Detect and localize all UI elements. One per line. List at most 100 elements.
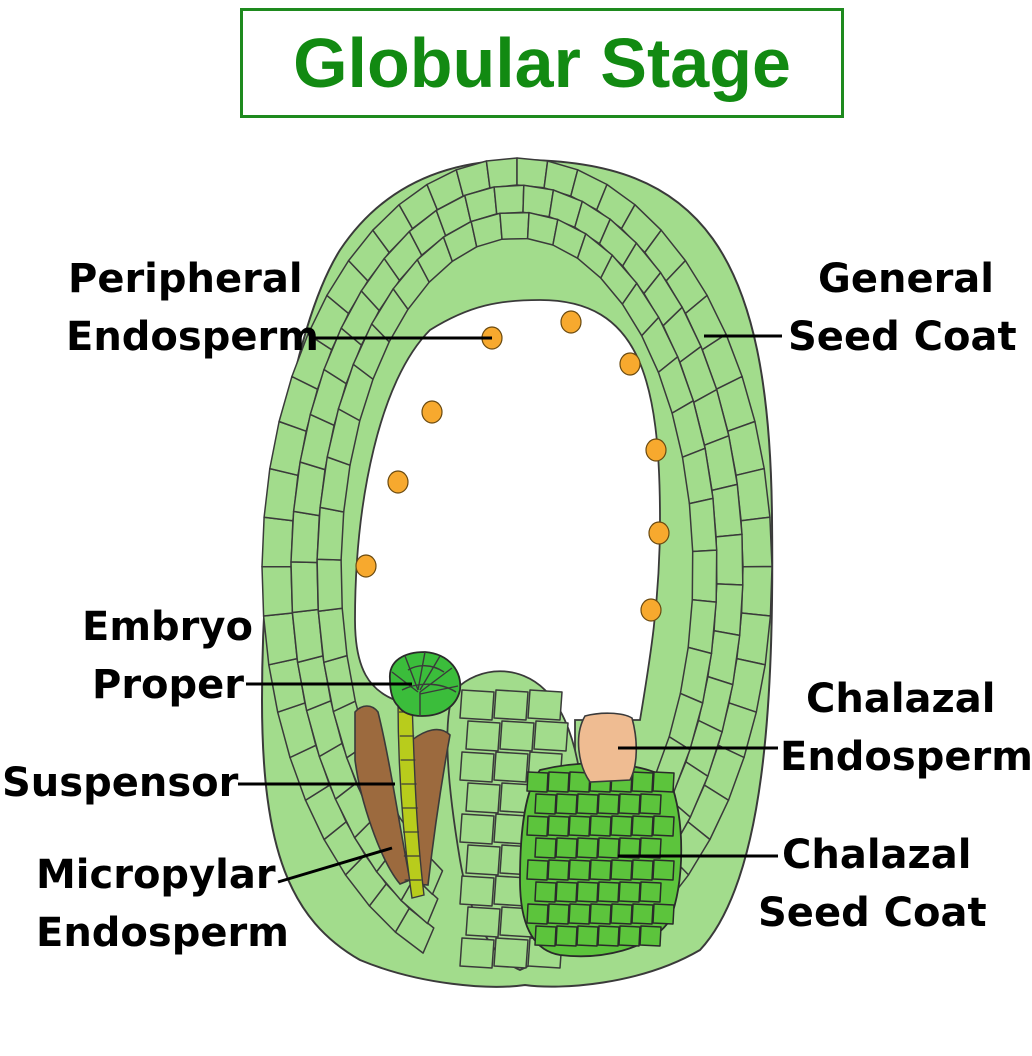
cell: [555, 837, 578, 859]
micropylar-endosperm-left: [354, 705, 411, 885]
cell: [526, 859, 549, 881]
cell: [576, 793, 599, 815]
label-peripheral-endosperm: Peripheral: [68, 256, 303, 302]
cell: [736, 612, 772, 666]
label-micropylar-endosperm-2: Endosperm: [36, 910, 289, 956]
label-suspensor: Suspensor: [2, 760, 239, 806]
title-box: Globular Stage: [240, 8, 844, 118]
chalazal-seed-coat-shape: [519, 762, 683, 958]
cell: [534, 925, 557, 947]
cell: [740, 565, 773, 617]
cell: [290, 510, 321, 564]
cell: [576, 925, 599, 947]
cell: [534, 793, 557, 815]
cell: [459, 937, 495, 969]
cell: [691, 549, 718, 603]
cell: [652, 771, 675, 793]
cell: [576, 837, 599, 859]
label-peripheral-endosperm-2: Endosperm: [66, 314, 319, 360]
endosperm-nucleus: [645, 438, 667, 462]
cell: [547, 859, 570, 881]
cell: [262, 612, 298, 666]
cell: [316, 558, 343, 612]
cell: [589, 859, 612, 881]
cell: [516, 157, 549, 189]
cell: [631, 771, 654, 793]
cell: [547, 771, 570, 793]
cell: [618, 881, 641, 903]
embryo-proper-shape: [389, 651, 462, 717]
label-micropylar-endosperm: Micropylar: [36, 852, 276, 898]
cell: [499, 211, 530, 240]
cell: [555, 881, 578, 903]
cell: [631, 859, 654, 881]
cell: [639, 881, 662, 903]
label-general-seed-coat-2: Seed Coat: [788, 314, 1017, 360]
endosperm-nucleus: [355, 554, 377, 578]
cell: [713, 583, 744, 637]
cell: [527, 689, 563, 721]
cell: [459, 813, 495, 845]
cell: [597, 837, 620, 859]
cell: [652, 903, 675, 925]
cell: [597, 881, 620, 903]
label-chalazal-endosperm-2: Endosperm: [780, 734, 1032, 780]
cell: [589, 815, 612, 837]
label-embryo-proper: Embryo: [82, 604, 253, 650]
label-general-seed-coat: General: [818, 256, 994, 302]
cell: [534, 881, 557, 903]
endosperm-nucleus: [421, 400, 443, 424]
leader-micropylar-endosperm: [277, 846, 393, 884]
cell: [618, 925, 641, 947]
endosperm-nucleus: [640, 598, 662, 622]
cell: [493, 937, 529, 969]
cell: [459, 875, 495, 907]
endosperm-nucleus: [387, 470, 409, 494]
cell: [568, 859, 591, 881]
cell: [533, 720, 569, 752]
cell: [465, 906, 501, 938]
cell: [485, 157, 518, 189]
cell: [317, 607, 348, 664]
cell: [610, 815, 633, 837]
cell: [555, 925, 578, 947]
cell: [555, 793, 578, 815]
label-embryo-proper-2: Proper: [92, 662, 244, 708]
cell: [715, 533, 744, 586]
cell: [618, 837, 641, 859]
chalazal-endosperm-shape: [577, 712, 638, 783]
cell: [465, 844, 501, 876]
cell: [597, 793, 620, 815]
endosperm-nucleus: [619, 352, 641, 376]
cell: [652, 815, 675, 837]
cell: [735, 467, 771, 522]
cell: [493, 184, 525, 215]
cell: [465, 720, 501, 752]
cell: [610, 903, 633, 925]
cell: [618, 793, 641, 815]
cell: [261, 565, 294, 617]
cell: [493, 751, 529, 783]
cell: [459, 689, 495, 721]
cell: [316, 506, 345, 561]
endosperm-nucleus: [648, 521, 670, 545]
cell: [597, 925, 620, 947]
cell: [589, 903, 612, 925]
suspensor-shape: [397, 699, 425, 899]
cell: [493, 689, 529, 721]
cell: [639, 925, 662, 947]
cell: [547, 903, 570, 925]
label-chalazal-seed-coat-2: Seed Coat: [758, 890, 987, 936]
cell: [534, 837, 557, 859]
cell: [687, 599, 717, 655]
cell: [631, 815, 654, 837]
label-chalazal-seed-coat: Chalazal: [782, 832, 972, 878]
cell: [711, 483, 743, 538]
cell: [465, 782, 501, 814]
cell: [568, 815, 591, 837]
cell: [568, 771, 591, 793]
cell: [610, 859, 633, 881]
cell: [568, 903, 591, 925]
